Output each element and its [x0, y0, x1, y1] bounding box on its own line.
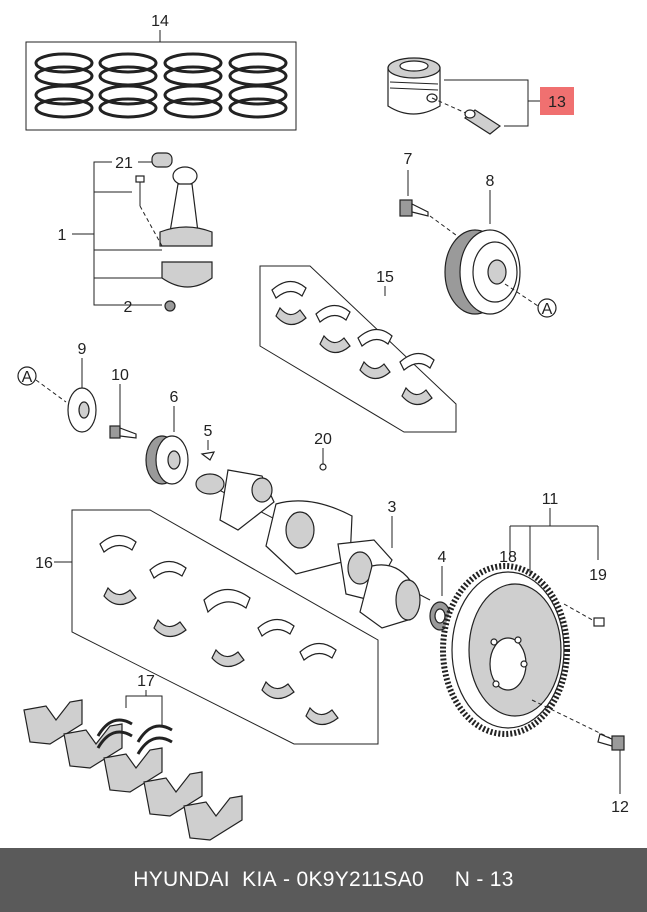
connecting-rod-assembly — [72, 152, 213, 312]
callout-3: 3 — [388, 499, 397, 516]
callout-8: 8 — [486, 173, 495, 190]
connecting-rod — [159, 166, 213, 247]
footer-separator: - — [276, 868, 297, 891]
flywheel-bolt — [531, 699, 625, 794]
crank-plate — [67, 358, 97, 433]
thrust-washer — [96, 718, 173, 755]
highlight-box — [540, 87, 574, 115]
ring-set — [34, 52, 94, 119]
rod-bushing — [151, 152, 173, 168]
piston-assembly — [387, 57, 540, 135]
flywheel-assembly — [440, 508, 625, 794]
callout-20: 20 — [314, 431, 332, 448]
ring-set — [228, 52, 288, 119]
ring-set — [163, 52, 223, 119]
callout-12: 12 — [611, 799, 629, 816]
sprocket-bolt — [109, 384, 137, 439]
bearing-set-16 — [54, 509, 379, 745]
callout-1: 1 — [58, 227, 67, 244]
callout-13: 13 — [548, 94, 566, 111]
footer-brand: HYUNDAI KIA — [133, 868, 277, 891]
footer-part-number: 0K9Y211SA0 — [296, 868, 425, 891]
callout-9: 9 — [78, 341, 87, 358]
ring-set — [98, 52, 158, 119]
crank-pulley — [444, 190, 539, 315]
rod-cap — [161, 261, 213, 288]
crank-pin-20 — [319, 448, 327, 471]
callout-4: 4 — [438, 549, 447, 566]
rod-bolt — [135, 175, 163, 247]
callout-19: 19 — [589, 567, 607, 584]
callout-14: 14 — [151, 13, 169, 30]
callout-21: 21 — [115, 155, 133, 172]
dowel-pin — [563, 603, 605, 627]
callout-6: 6 — [170, 389, 179, 406]
footer-gap — [424, 868, 455, 892]
footer-callout-ref: N - 13 — [454, 868, 514, 891]
callout-10: 10 — [111, 367, 129, 384]
bearing-set-15 — [259, 265, 457, 433]
callout-2: 2 — [124, 299, 133, 316]
callout-11: 11 — [542, 491, 559, 508]
rod-nut — [164, 300, 176, 312]
callout-5: 5 — [204, 423, 213, 440]
pulley-bolt — [399, 170, 461, 239]
woodruff-key — [200, 440, 216, 461]
ref-circle-a — [17, 366, 37, 386]
ref-a-left: A — [22, 369, 33, 386]
piston-pin — [463, 109, 502, 135]
callout-7: 7 — [404, 151, 413, 168]
main-bearing-caps — [23, 690, 243, 841]
callout-17: 17 — [137, 673, 155, 690]
callout-16: 16 — [35, 555, 53, 572]
ref-a-right: A — [542, 301, 553, 318]
piston-ring-sets — [25, 30, 297, 131]
crankshaft — [195, 469, 431, 629]
exploded-parts-diagram: 14 13 — [17, 13, 629, 841]
footer-bar: HYUNDAI KIA - 0K9Y211SA0 N - 13 — [0, 848, 647, 912]
callout-18: 18 — [499, 549, 517, 566]
timing-sprocket — [145, 406, 189, 485]
callout-15: 15 — [376, 269, 394, 286]
ref-circle-a — [537, 298, 557, 318]
